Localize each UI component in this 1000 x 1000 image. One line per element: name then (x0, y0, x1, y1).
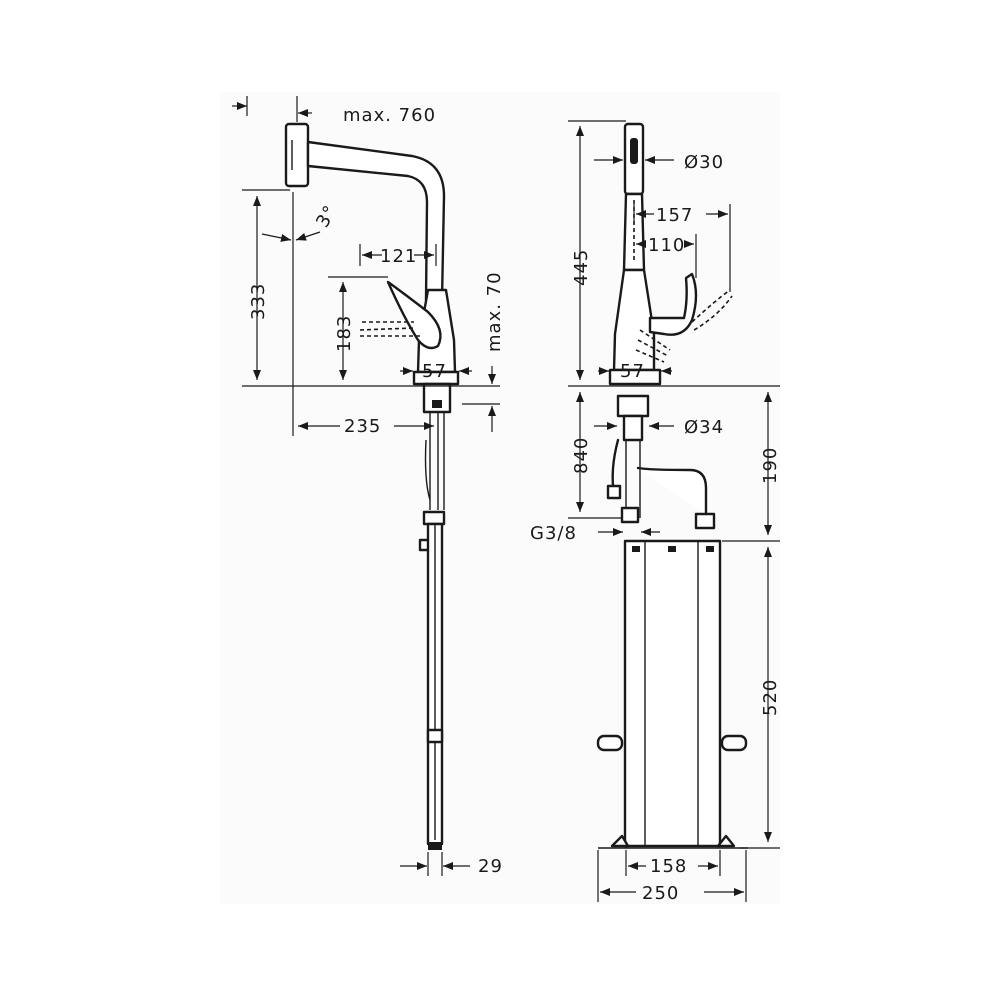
label-hose-length: 840 (571, 437, 592, 474)
label-lever-110: 110 (648, 235, 685, 256)
label-base-diameter-side: 57 (422, 361, 447, 382)
label-box-height: 520 (760, 679, 781, 716)
label-height-190: 190 (760, 447, 781, 484)
hose-box (623, 539, 722, 848)
label-deck-max: max. 70 (484, 271, 505, 352)
label-height-total: 333 (248, 283, 269, 320)
label-box-inner-width: 158 (650, 856, 687, 877)
label-box-outer-width: 250 (642, 883, 679, 904)
spray-head-side (284, 122, 310, 188)
shank-front (616, 394, 650, 418)
front-view-dimensions: Ø30 157 110 445 57 Ø34 840 G3/8 (530, 120, 781, 904)
front-view (596, 122, 748, 849)
side-view-dimensions: max. 760 3° 333 121 183 max. 70 57 (232, 96, 505, 877)
label-shank-diameter: Ø34 (684, 417, 724, 438)
label-base-diameter-front: 57 (620, 361, 645, 382)
label-hose-width: 29 (478, 856, 503, 877)
side-view (284, 122, 460, 850)
label-thread: G3/8 (530, 523, 577, 544)
clip-right (720, 734, 748, 752)
label-lever-157: 157 (656, 205, 693, 226)
handle-range-side (359, 321, 420, 337)
label-reach-max: max. 760 (343, 105, 436, 126)
label-spout-reach: 235 (344, 416, 381, 437)
clip-left (596, 734, 624, 752)
label-handle-reach: 121 (380, 246, 417, 267)
handle-lever-front (648, 272, 698, 336)
label-handle-height: 183 (334, 315, 355, 352)
label-height-front: 445 (571, 249, 592, 286)
label-spout-diameter: Ø30 (684, 152, 724, 173)
